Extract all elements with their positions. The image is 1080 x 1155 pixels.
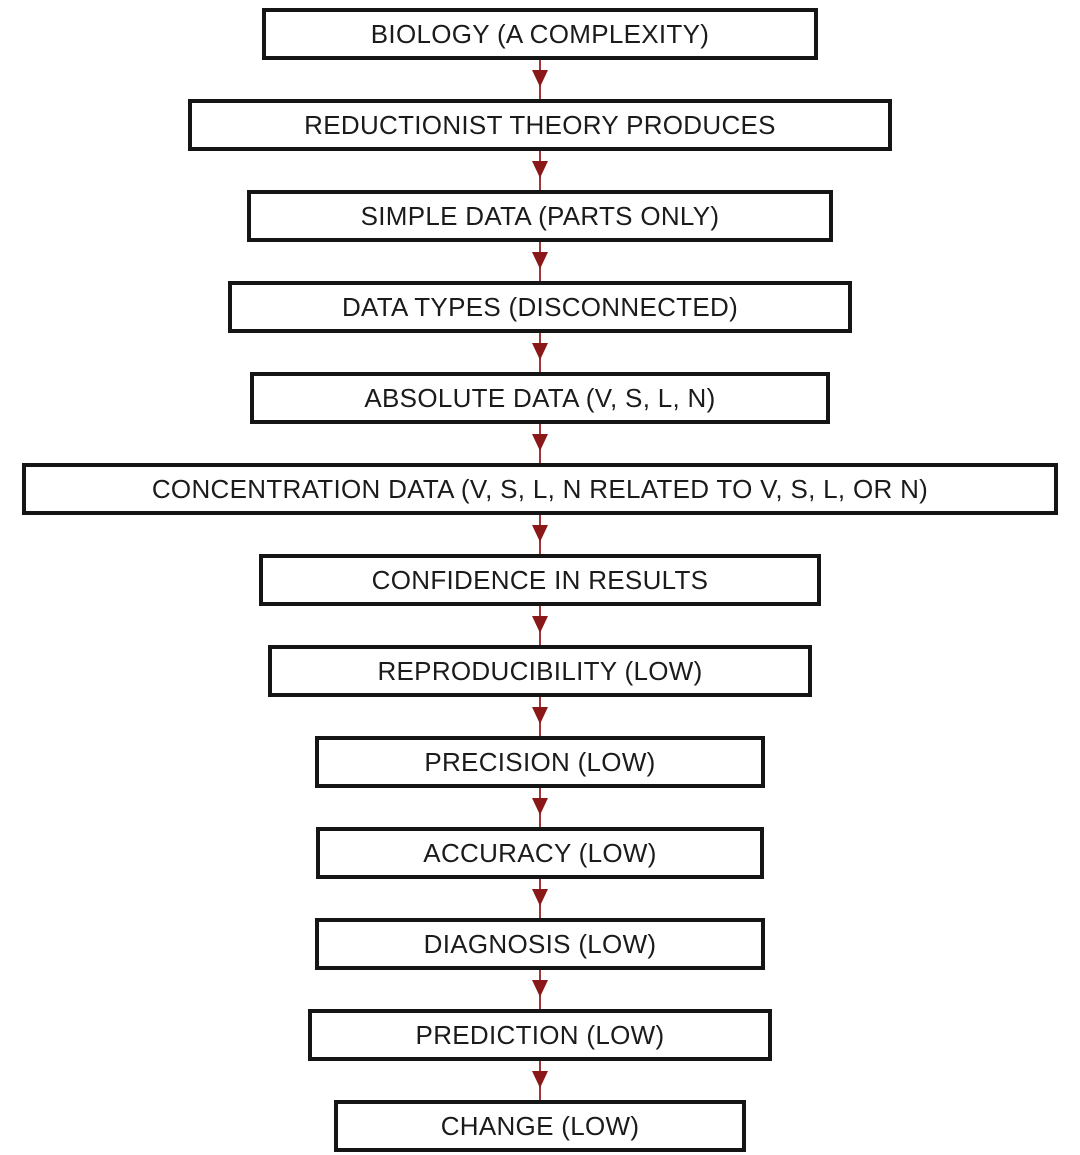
flow-box-label: DIAGNOSIS (LOW) [423,928,657,959]
flow-box-label: CONFIDENCE IN RESULTS [371,564,709,595]
arrowhead-down-icon [532,525,548,542]
arrowhead-down-icon [532,252,548,269]
flow-box-label: PREDICTION (LOW) [415,1019,665,1050]
flow-box-label: REDUCTIONIST THEORY PRODUCES [304,109,776,140]
down-arrow-connector [528,58,552,101]
arrowhead-down-icon [532,343,548,360]
flow-box-data-types: DATA TYPES (DISCONNECTED) [228,281,852,333]
arrowhead-down-icon [532,707,548,724]
flow-box-label: REPRODUCIBILITY (LOW) [377,655,703,686]
flow-box-label: BIOLOGY (A COMPLEXITY) [370,18,710,49]
flow-box-accuracy: ACCURACY (LOW) [316,827,764,879]
flow-box-label: SIMPLE DATA (PARTS ONLY) [360,200,720,231]
down-arrow-connector [528,968,552,1011]
arrowhead-down-icon [532,1071,548,1088]
down-arrow-connector [528,695,552,738]
flow-box-concentration-data: CONCENTRATION DATA (V, S, L, N RELATED T… [22,463,1058,515]
flow-box-absolute-data: ABSOLUTE DATA (V, S, L, N) [250,372,830,424]
flow-box-reductionist-theory: REDUCTIONIST THEORY PRODUCES [188,99,892,151]
flow-box-precision: PRECISION (LOW) [315,736,765,788]
flow-box-diagnosis: DIAGNOSIS (LOW) [315,918,765,970]
flow-box-label: CHANGE (LOW) [440,1110,640,1141]
flow-box-change: CHANGE (LOW) [334,1100,746,1152]
down-arrow-connector [528,331,552,374]
arrowhead-down-icon [532,161,548,178]
flow-box-label: DATA TYPES (DISCONNECTED) [341,291,739,322]
down-arrow-connector [528,149,552,192]
arrowhead-down-icon [532,434,548,451]
flow-box-prediction: PREDICTION (LOW) [308,1009,772,1061]
down-arrow-connector [528,877,552,920]
arrowhead-down-icon [532,980,548,997]
down-arrow-connector [528,786,552,829]
flow-box-label: ACCURACY (LOW) [423,837,657,868]
down-arrow-connector [528,240,552,283]
arrowhead-down-icon [532,889,548,906]
down-arrow-connector [528,1059,552,1102]
flow-box-label: CONCENTRATION DATA (V, S, L, N RELATED T… [151,473,929,504]
flow-box-label: ABSOLUTE DATA (V, S, L, N) [364,382,716,413]
arrowhead-down-icon [532,798,548,815]
flow-box-simple-data: SIMPLE DATA (PARTS ONLY) [247,190,833,242]
flow-box-confidence-in-results: CONFIDENCE IN RESULTS [259,554,821,606]
arrowhead-down-icon [532,616,548,633]
flow-box-biology: BIOLOGY (A COMPLEXITY) [262,8,818,60]
down-arrow-connector [528,513,552,556]
down-arrow-connector [528,422,552,465]
flow-box-label: PRECISION (LOW) [424,746,656,777]
flow-box-reproducibility: REPRODUCIBILITY (LOW) [268,645,812,697]
down-arrow-connector [528,604,552,647]
arrowhead-down-icon [532,70,548,87]
